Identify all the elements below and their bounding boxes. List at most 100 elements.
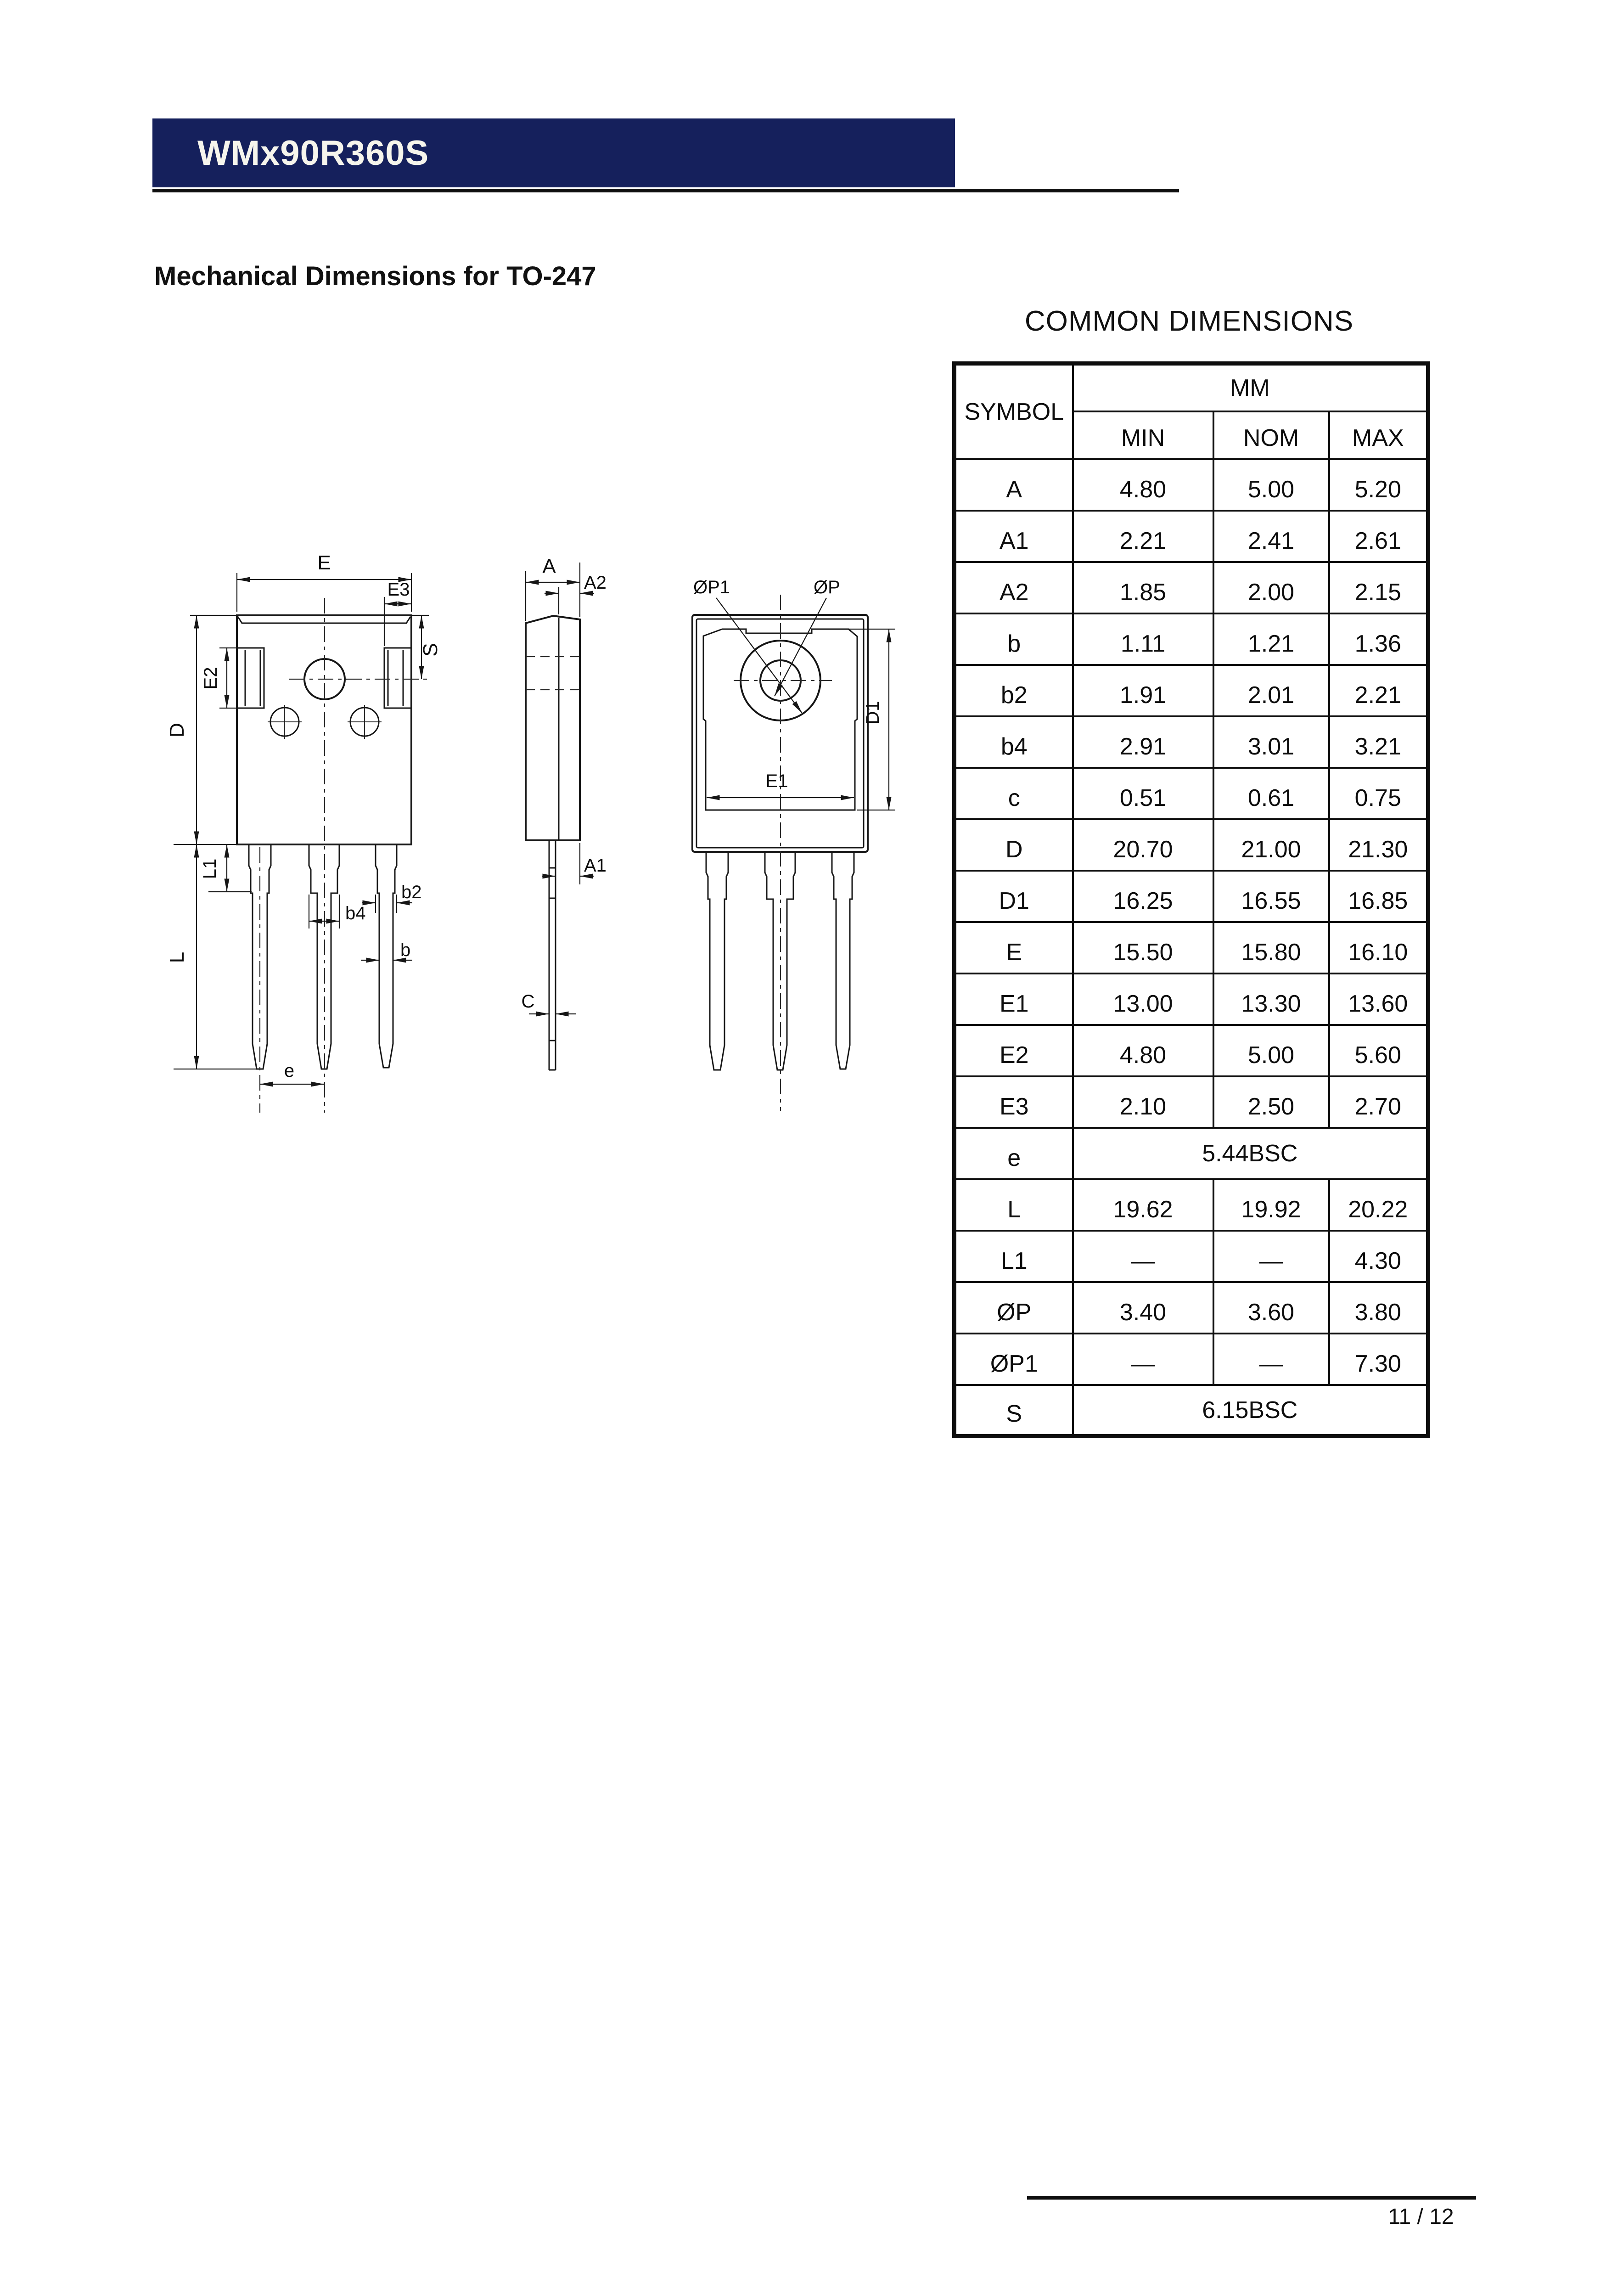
front-top-strip (237, 616, 411, 624)
symbol-cell: b (953, 612, 1074, 666)
value-cell: 0.51 (1072, 766, 1214, 820)
symbol-cell: b4 (953, 715, 1074, 769)
value-cell: 16.55 (1212, 869, 1330, 923)
value-cell: 19.62 (1072, 1178, 1214, 1232)
value-cell: 5.60 (1328, 1024, 1429, 1077)
value-cell: 16.10 (1328, 921, 1429, 974)
leader-OP (774, 597, 827, 697)
value-cell: 2.01 (1212, 664, 1330, 717)
symbol-cell: A2 (953, 561, 1074, 614)
label-D: D (166, 723, 188, 737)
front-left-notch (237, 647, 265, 709)
value-cell: 21.00 (1212, 818, 1330, 872)
symbol-cell: L (953, 1178, 1074, 1232)
value-cell: 15.50 (1072, 921, 1214, 974)
value-cell: 1.91 (1072, 664, 1214, 717)
value-cell: 1.36 (1328, 612, 1429, 666)
label-E2: E2 (201, 667, 221, 690)
symbol-cell: E3 (953, 1075, 1074, 1129)
value-cell: 3.21 (1328, 715, 1429, 769)
value-cell: 15.80 (1212, 921, 1330, 974)
nom-header: NOM (1212, 410, 1330, 460)
value-cell: 2.00 (1212, 561, 1330, 614)
value-cell: 2.50 (1212, 1075, 1330, 1129)
value-cell: 7.30 (1328, 1332, 1429, 1386)
value-cell: 20.70 (1072, 818, 1214, 872)
value-cell: 2.21 (1072, 509, 1214, 563)
footer-rule (1027, 2196, 1476, 2200)
value-cell: 5.00 (1212, 458, 1330, 512)
value-cell: 1.85 (1072, 561, 1214, 614)
symbol-cell: D1 (953, 869, 1074, 923)
part-number: WMx90R360S (197, 133, 429, 173)
value-cell: 13.30 (1212, 972, 1330, 1026)
value-cell: 2.10 (1072, 1075, 1214, 1129)
value-cell: 4.30 (1328, 1229, 1429, 1283)
value-cell: 2.70 (1328, 1075, 1429, 1129)
label-A1: A1 (584, 855, 607, 876)
symbol-header: SYMBOL (953, 362, 1074, 460)
label-S: S (419, 643, 442, 656)
value-cell: 19.92 (1212, 1178, 1330, 1232)
symbol-cell: E (953, 921, 1074, 974)
value-cell: 3.80 (1328, 1281, 1429, 1334)
symbol-cell: D (953, 818, 1074, 872)
value-cell: 13.60 (1328, 972, 1429, 1026)
page-number: 11 / 12 (1388, 2205, 1454, 2229)
value-cell: 1.21 (1212, 612, 1330, 666)
value-cell: 3.40 (1072, 1281, 1214, 1334)
back-lead-1 (705, 852, 729, 1071)
label-OP1: ØP1 (693, 577, 730, 597)
label-C: C (522, 991, 535, 1012)
label-E1: E1 (766, 771, 788, 791)
front-view: E E3 S E2 D L1 L (166, 551, 442, 1113)
value-cell: 5.00 (1212, 1024, 1330, 1077)
back-lead-3 (831, 852, 855, 1070)
value-cell: 2.41 (1212, 509, 1330, 563)
mechanical-drawing: E E3 S E2 D L1 L (166, 551, 895, 1113)
symbol-cell: b2 (953, 664, 1074, 717)
symbol-cell: A (953, 458, 1074, 512)
value-cell: 4.80 (1072, 1024, 1214, 1077)
label-b4: b4 (345, 903, 366, 923)
value-cell: 1.11 (1072, 612, 1214, 666)
symbol-cell: L1 (953, 1229, 1074, 1283)
value-cell: 4.80 (1072, 458, 1214, 512)
min-header: MIN (1072, 410, 1214, 460)
back-tab-outline (702, 628, 858, 811)
value-cell: 2.21 (1328, 664, 1429, 717)
label-E: E (317, 551, 331, 574)
label-b2: b2 (401, 882, 422, 902)
value-cell: 5.20 (1328, 458, 1429, 512)
front-right-notch (383, 647, 411, 709)
label-E3: E3 (387, 580, 410, 600)
label-L1: L1 (200, 859, 220, 879)
value-cell: 3.60 (1212, 1281, 1330, 1334)
back-view: E1 D1 ØP1 ØP (691, 577, 895, 1111)
max-header: MAX (1328, 410, 1429, 460)
leader-OP1 (716, 597, 803, 714)
bsc-cell: 6.15BSC (1072, 1384, 1429, 1437)
value-cell: — (1212, 1229, 1330, 1283)
value-cell: — (1072, 1332, 1214, 1386)
symbol-cell: ØP1 (953, 1332, 1074, 1386)
label-e: e (284, 1061, 294, 1081)
symbol-cell: E2 (953, 1024, 1074, 1077)
table-title: COMMON DIMENSIONS (1024, 305, 1354, 337)
header-bar: WMx90R360S (152, 118, 955, 187)
symbol-cell: e (953, 1126, 1074, 1180)
value-cell: 16.25 (1072, 869, 1214, 923)
value-cell: — (1212, 1332, 1330, 1386)
